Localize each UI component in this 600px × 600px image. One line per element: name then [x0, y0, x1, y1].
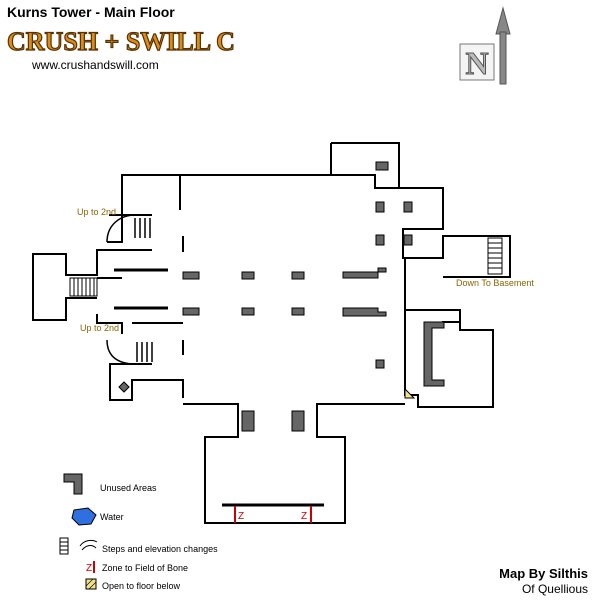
legend-label-open: Open to floor below [102, 581, 181, 591]
north-badge [459, 43, 495, 81]
stairs-lower [106, 339, 153, 365]
crush-and-swill-logo: CRUSH + SWILL Co. [6, 26, 235, 56]
hatch-icon [85, 578, 97, 590]
legend: Unused Areas Water Steps and elevation c… [59, 473, 218, 591]
zone-lines [234, 506, 312, 523]
steps-icon [59, 537, 98, 555]
compass: N [459, 6, 511, 85]
unused-areas [118, 161, 445, 432]
open-to-floor-below [404, 387, 416, 399]
map-title: Kurns Tower - Main Floor [7, 4, 175, 20]
water-icon [71, 507, 97, 526]
zone-marker-left: Z [238, 511, 244, 522]
spiral-steps-lower [106, 339, 136, 365]
railings [114, 268, 324, 507]
spiral-steps-upper [106, 214, 136, 243]
walls [32, 142, 511, 524]
stairs-west [69, 277, 98, 297]
zone-icon: Z [86, 561, 95, 574]
logo-text: CRUSH + SWILL Co. [7, 27, 235, 56]
legend-label-unused: Unused Areas [100, 483, 157, 493]
label-up-to-2nd-south: Up to 2nd [80, 323, 119, 333]
map-credit: Map By Silthis [499, 566, 588, 581]
stairs-basement [487, 237, 503, 275]
zone-icon-letter: Z [86, 563, 92, 574]
unused-area-icon [63, 473, 83, 495]
site-url: www.crushandswill.com [32, 58, 159, 72]
stairs-upper [106, 214, 151, 243]
label-down-to-basement: Down To Basement [456, 278, 534, 288]
compass-letter: N [465, 45, 488, 81]
label-up-to-2nd-north: Up to 2nd [77, 207, 116, 217]
legend-label-water: Water [100, 512, 124, 522]
legend-label-steps: Steps and elevation changes [102, 544, 218, 554]
north-arrow-shaft [499, 31, 507, 85]
map-credit-sub: Of Quellious [521, 582, 588, 596]
zone-marker-right: Z [301, 511, 307, 522]
legend-label-zone: Zone to Field of Bone [102, 563, 188, 573]
